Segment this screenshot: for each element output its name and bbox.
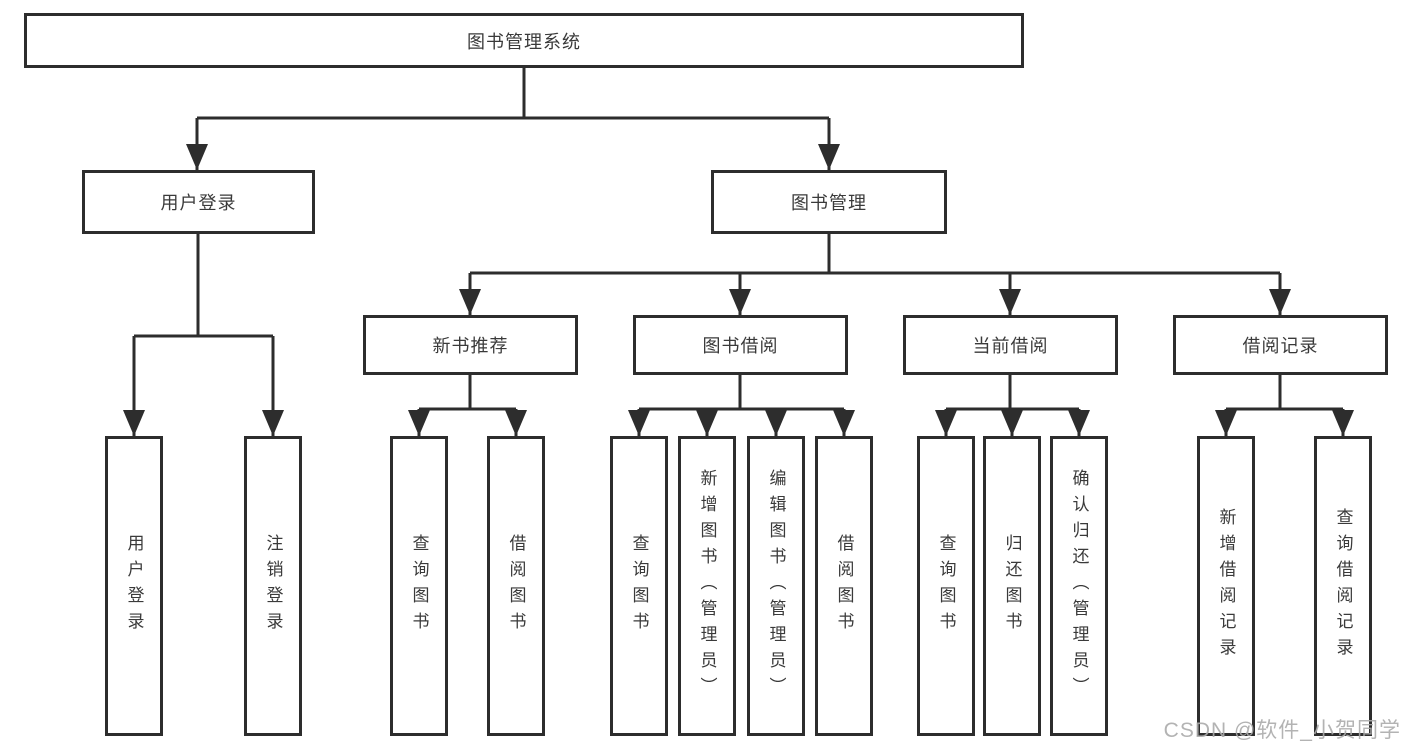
arrowhead-icon <box>1001 410 1023 436</box>
arrowheads <box>123 144 1354 436</box>
node-label: 借阅图书 <box>506 534 526 638</box>
leaf-query-books-current: 查询图书 <box>917 436 975 736</box>
leaf-query-books-recommend: 查询图书 <box>390 436 448 736</box>
node-label: 新增借阅记录 <box>1216 508 1236 664</box>
node-label: 编辑图书（管理员） <box>766 469 786 703</box>
arrowhead-icon <box>999 289 1021 315</box>
watermark: CSDN @软件_小贺同学 <box>1163 719 1401 742</box>
leaf-confirm-return-admin: 确认归还（管理员） <box>1050 436 1108 736</box>
leaf-borrow-books-recommend: 借阅图书 <box>487 436 545 736</box>
arrowhead-icon <box>1068 410 1090 436</box>
leaf-add-book-admin: 新增图书（管理员） <box>678 436 736 736</box>
node-label: 确认归还（管理员） <box>1069 469 1089 703</box>
arrowhead-icon <box>833 410 855 436</box>
arrowhead-icon <box>1215 410 1237 436</box>
node-label: 用户登录 <box>124 534 144 638</box>
leaf-query-books-borrowing: 查询图书 <box>610 436 668 736</box>
arrowhead-icon <box>1269 289 1291 315</box>
node-new-book-recommend: 新书推荐 <box>363 315 578 375</box>
leaf-edit-book-admin: 编辑图书（管理员） <box>747 436 805 736</box>
arrowhead-icon <box>262 410 284 436</box>
arrowhead-icon <box>505 410 527 436</box>
node-label: 查询图书 <box>629 534 649 638</box>
leaf-borrow-books-borrowing: 借阅图书 <box>815 436 873 736</box>
arrowhead-icon <box>408 410 430 436</box>
node-label: 查询借阅记录 <box>1333 508 1353 664</box>
node-label: 归还图书 <box>1002 534 1022 638</box>
node-library-management-system: 图书管理系统 <box>24 13 1024 68</box>
node-book-management: 图书管理 <box>711 170 947 234</box>
arrowhead-icon <box>765 410 787 436</box>
arrowhead-icon <box>628 410 650 436</box>
leaf-user-login: 用户登录 <box>105 436 163 736</box>
leaf-query-borrow-record: 查询借阅记录 <box>1314 436 1372 736</box>
node-book-borrowing: 图书借阅 <box>633 315 848 375</box>
arrowhead-icon <box>123 410 145 436</box>
arrowhead-icon <box>1332 410 1354 436</box>
node-label: 新增图书（管理员） <box>697 469 717 703</box>
leaf-return-books: 归还图书 <box>983 436 1041 736</box>
node-label: 注销登录 <box>263 534 283 638</box>
node-label: 查询图书 <box>409 534 429 638</box>
arrowhead-icon <box>818 144 840 170</box>
node-user-login: 用户登录 <box>82 170 315 234</box>
leaf-add-borrow-record: 新增借阅记录 <box>1197 436 1255 736</box>
arrowhead-icon <box>935 410 957 436</box>
node-current-borrowing: 当前借阅 <box>903 315 1118 375</box>
leaf-logout: 注销登录 <box>244 436 302 736</box>
arrowhead-icon <box>696 410 718 436</box>
arrowhead-icon <box>186 144 208 170</box>
node-borrowing-records: 借阅记录 <box>1173 315 1388 375</box>
connector-paths <box>132 68 1345 436</box>
arrowhead-icon <box>729 289 751 315</box>
arrowhead-icon <box>459 289 481 315</box>
node-label: 借阅图书 <box>834 534 854 638</box>
node-label: 查询图书 <box>936 534 956 638</box>
